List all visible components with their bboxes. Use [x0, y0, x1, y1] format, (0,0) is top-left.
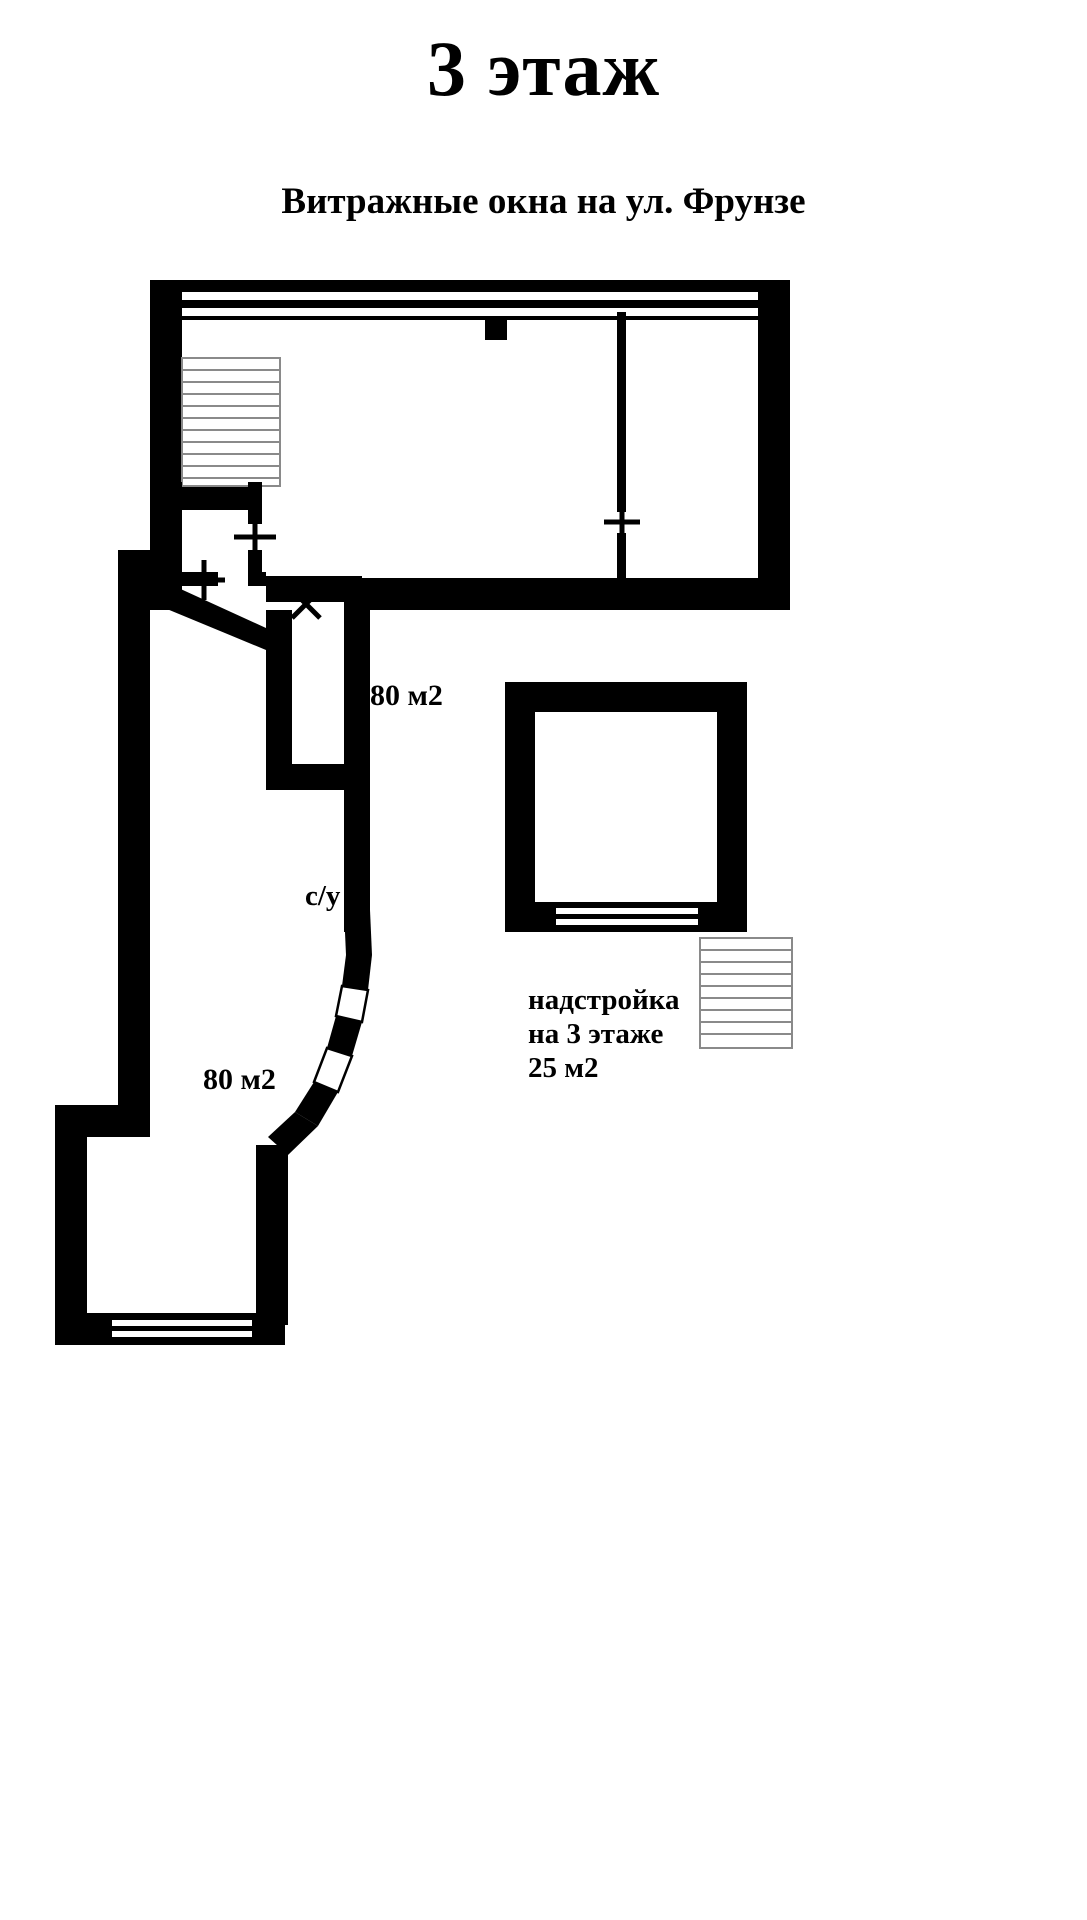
- annex-line-1: надстройка: [528, 984, 680, 1016]
- room-label-lower-hall: 80 м2: [203, 1063, 276, 1096]
- door-marker-vestibule-east: [234, 518, 276, 558]
- door-marker-vestibule-south: [183, 560, 225, 600]
- annex-line-2: на 3 этаже: [528, 1018, 664, 1051]
- column-marker: [485, 318, 507, 340]
- room-label-bathroom: с/у: [305, 880, 341, 912]
- annex-walls: [505, 682, 747, 932]
- upper-staircase-icon: [181, 357, 281, 487]
- door-marker-partition: [604, 504, 640, 540]
- angled-wall: [256, 910, 372, 1325]
- lower-hall-walls: [55, 550, 285, 1345]
- annex-staircase-icon: [699, 937, 793, 1049]
- interior-partition-wall: [617, 312, 626, 581]
- room-label-upper-hall: 80 м2: [370, 679, 443, 712]
- lower-hall-right-wall: [344, 602, 370, 932]
- page-subtitle: Витражные окна на ул. Фрунзе: [281, 181, 806, 222]
- annex-line-3: 25 м2: [528, 1052, 599, 1085]
- floor-plan-svg: [55, 280, 793, 1345]
- page-title: 3 этаж: [426, 25, 661, 112]
- upper-hall-walls: [150, 280, 790, 610]
